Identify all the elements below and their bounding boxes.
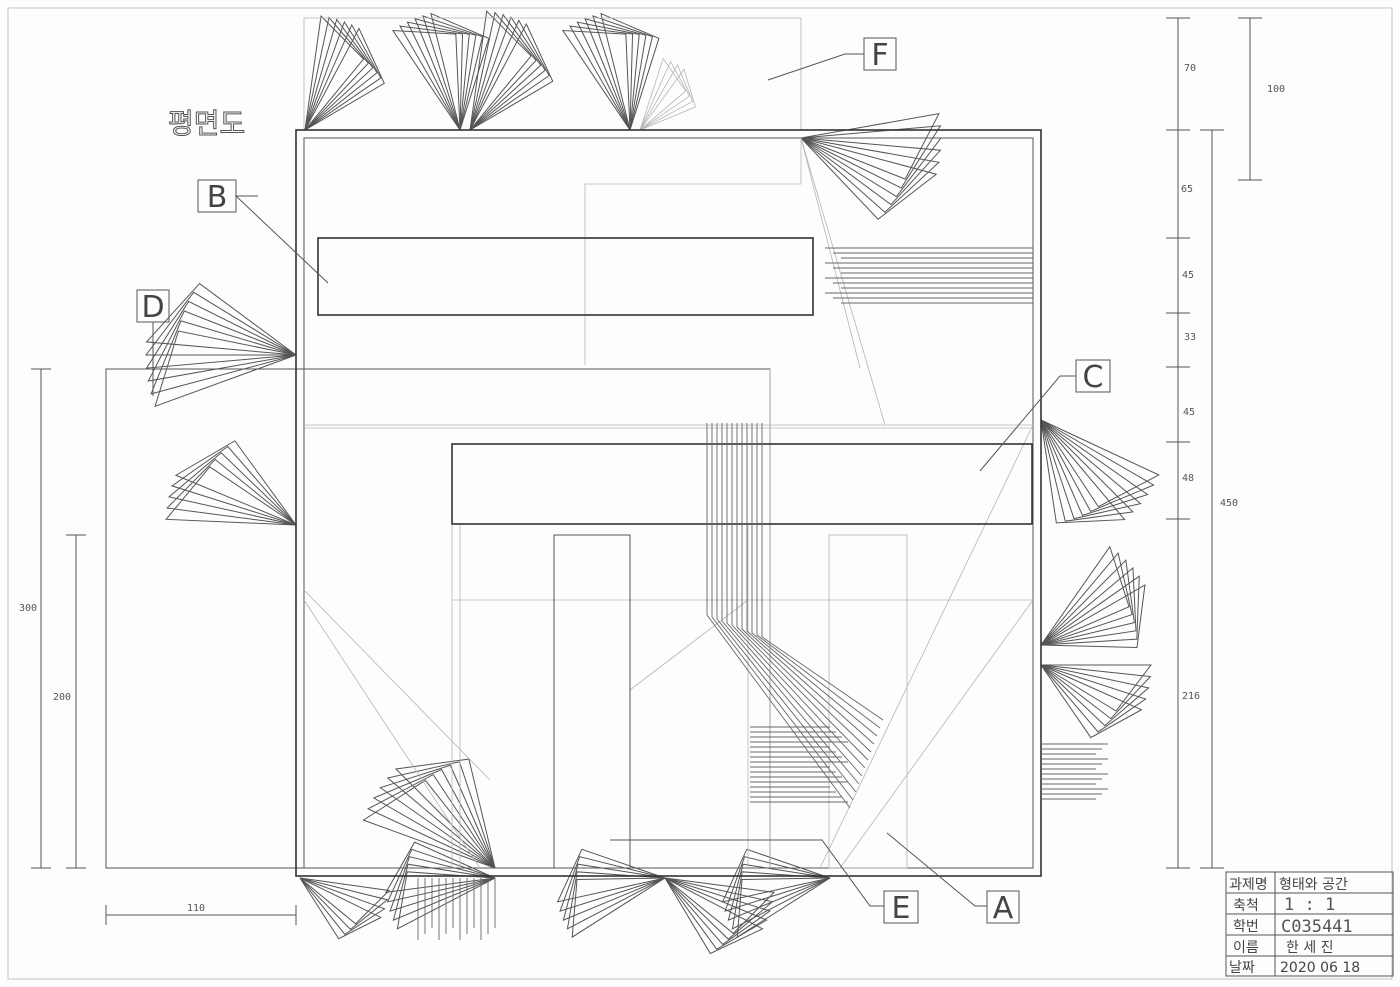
tb-val-subject: 형태와 공간 xyxy=(1279,877,1348,893)
hatch-diagonal-bundle xyxy=(706,423,884,809)
tb-key-scale: 축척 xyxy=(1233,898,1259,914)
label-box-b: B xyxy=(197,179,237,215)
block-e xyxy=(553,534,631,869)
hatch-right-lower xyxy=(1041,743,1108,800)
svg-text:200: 200 xyxy=(53,692,71,703)
svg-text:D: D xyxy=(141,290,164,325)
svg-text:300: 300 xyxy=(19,603,37,614)
label-box-c: C xyxy=(1075,359,1111,395)
svg-text:C: C xyxy=(1083,360,1104,395)
leader-lines xyxy=(152,53,1076,907)
dimension-left-outer: 300 xyxy=(19,368,51,869)
hatch-bottom xyxy=(417,878,496,940)
hatch-right-of-b xyxy=(825,247,1033,304)
tb-val-id: C035441 xyxy=(1281,917,1353,937)
tb-val-date: 2020 06 18 xyxy=(1280,960,1360,976)
svg-text:110: 110 xyxy=(187,903,205,914)
dimension-right-top: 100 xyxy=(1238,17,1285,181)
hatch-lower-middle xyxy=(750,726,848,803)
fan-left-lower xyxy=(362,758,496,869)
fan-top-5 xyxy=(639,57,696,131)
fan-top-4 xyxy=(561,12,660,131)
fan-decorations xyxy=(144,10,1160,955)
dimension-right-total: 450 xyxy=(1200,129,1238,869)
svg-text:B: B xyxy=(207,180,228,215)
dim-33: 33 xyxy=(1184,332,1196,343)
main-square-inner xyxy=(303,137,1034,869)
dim-65: 65 xyxy=(1181,184,1193,195)
dim-45a: 45 xyxy=(1182,270,1194,281)
tb-key-date: 날짜 xyxy=(1229,960,1255,976)
fan-left-mid xyxy=(165,440,297,526)
label-box-f: F xyxy=(863,37,897,73)
fan-right-upper xyxy=(800,113,943,220)
fan-bottom-1 xyxy=(299,877,391,940)
dim-48: 48 xyxy=(1182,473,1194,484)
tb-key-name: 이름 xyxy=(1233,940,1259,956)
fan-top-1 xyxy=(304,15,385,131)
svg-text:E: E xyxy=(892,891,911,926)
hatching xyxy=(417,247,1108,940)
sheet-title: 평면도 xyxy=(168,107,245,140)
dim-70: 70 xyxy=(1184,63,1196,74)
tb-val-scale: 1 : 1 xyxy=(1284,895,1335,915)
svg-text:100: 100 xyxy=(1267,84,1285,95)
fan-bottom-3 xyxy=(556,848,666,939)
dimension-bottom: 110 xyxy=(105,903,297,925)
dimension-right-outer: 70 65 45 33 45 48 216 xyxy=(1166,17,1200,869)
tb-val-name: 한 세 진 xyxy=(1286,940,1334,956)
svg-text:F: F xyxy=(871,38,888,73)
label-box-d: D xyxy=(136,289,170,325)
block-b xyxy=(317,237,814,316)
label-box-e: E xyxy=(883,890,919,926)
fan-bottom-2 xyxy=(385,841,496,930)
fan-bottom-5 xyxy=(721,848,831,939)
tb-key-subject: 과제명 xyxy=(1229,877,1268,893)
title-block: 과제명 형태와 공간 축척 1 : 1 학번 C035441 이름 한 세 진 … xyxy=(1225,871,1394,977)
main-square-outer xyxy=(295,129,1042,877)
fan-right-lower xyxy=(1040,545,1146,649)
tb-key-id: 학번 xyxy=(1233,919,1259,935)
dim-216: 216 xyxy=(1182,691,1200,702)
fan-top-3 xyxy=(469,10,554,131)
fan-right-mid xyxy=(1040,419,1160,524)
dimension-left-inner: 200 xyxy=(53,534,86,869)
fan-top-2 xyxy=(391,12,490,131)
svg-text:450: 450 xyxy=(1220,498,1238,509)
label-box-a: A xyxy=(986,890,1020,926)
dim-45b: 45 xyxy=(1183,407,1195,418)
construction-lines xyxy=(303,137,1034,869)
sheet-border xyxy=(7,7,1393,980)
svg-text:A: A xyxy=(993,891,1014,926)
fan-right-low2 xyxy=(1040,664,1153,739)
